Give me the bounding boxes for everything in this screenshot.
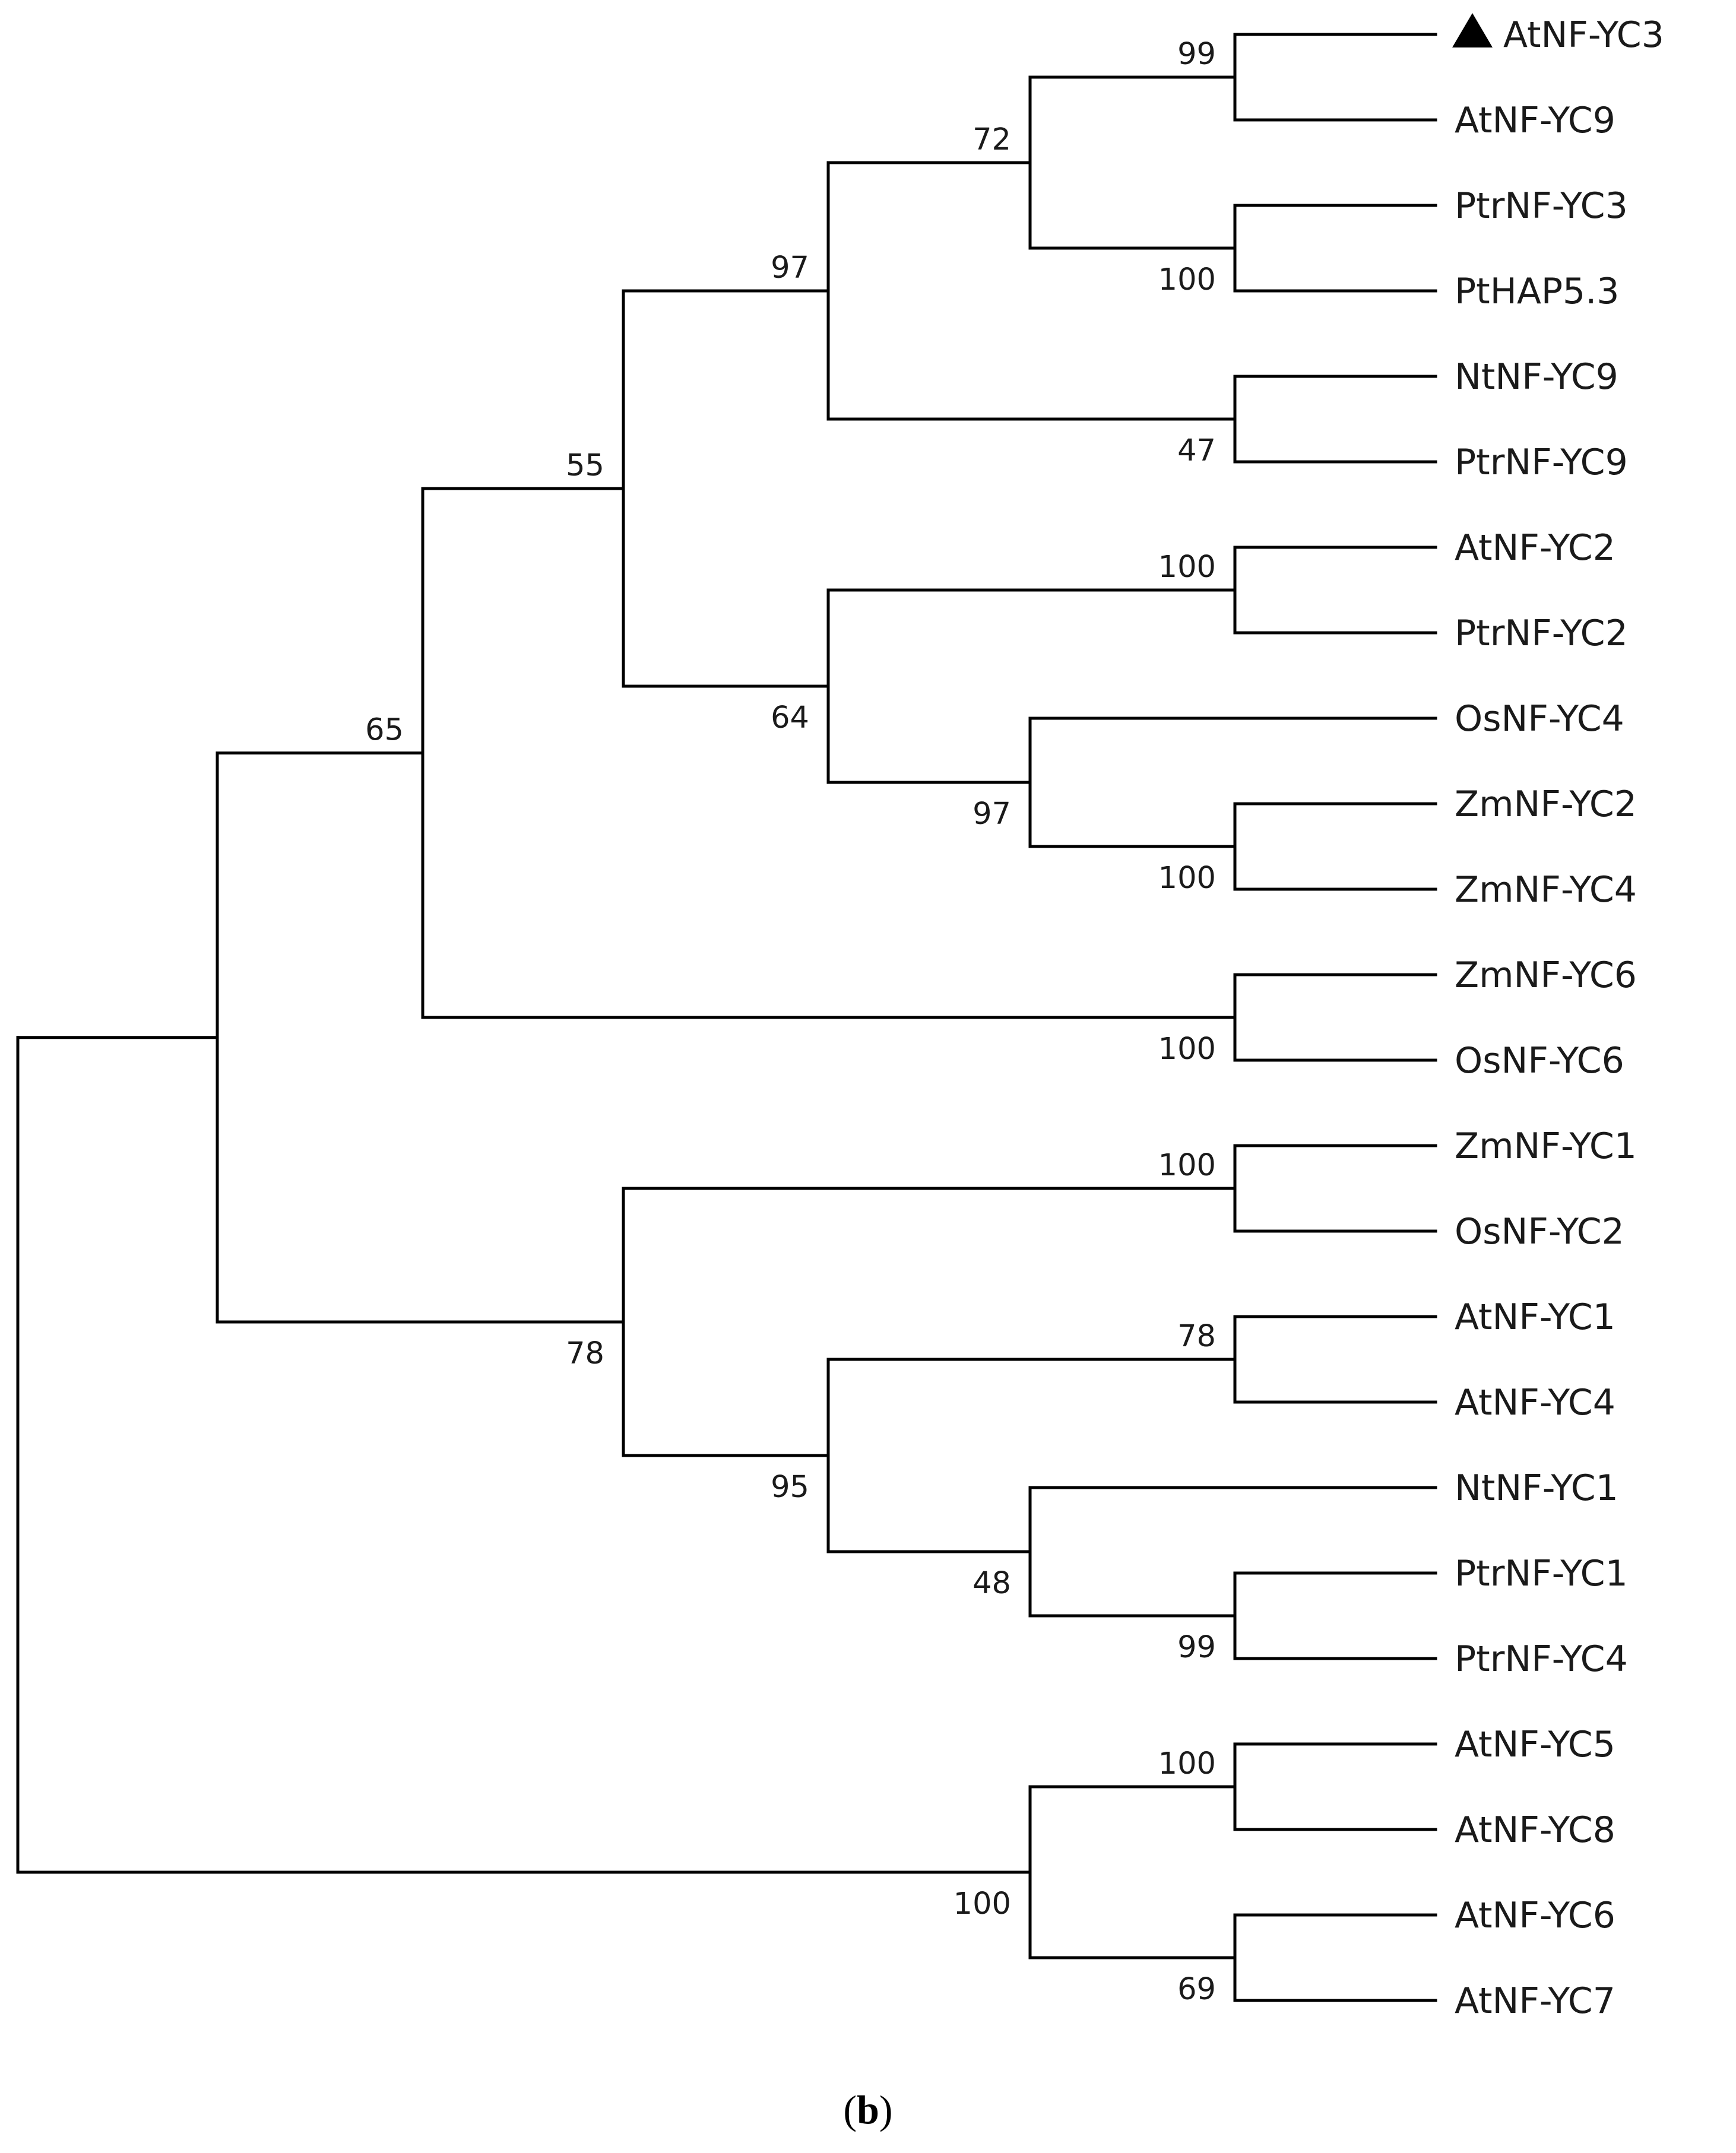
triangle-marker-icon: [1452, 13, 1493, 47]
bootstrap-value: 64: [771, 700, 809, 735]
leaf-label: ZmNF-YC2: [1455, 784, 1637, 825]
leaf-label: AtNF-YC3: [1503, 14, 1664, 56]
leaf-label: AtNF-YC9: [1455, 100, 1615, 141]
leaf-label: OsNF-YC6: [1455, 1040, 1624, 1082]
bootstrap-value: 69: [1177, 1972, 1216, 2007]
bootstrap-value: 95: [771, 1470, 809, 1505]
bootstrap-value: 100: [1158, 1746, 1216, 1781]
bootstrap-value: 99: [1177, 37, 1216, 72]
caption-open-paren: (: [843, 2087, 857, 2132]
leaf-label: NtNF-YC1: [1455, 1467, 1618, 1509]
leaf-label: AtNF-YC5: [1455, 1724, 1615, 1765]
bootstrap-value: 48: [972, 1566, 1011, 1601]
bootstrap-value: 65: [365, 713, 404, 748]
leaf-label: PtrNF-YC2: [1455, 613, 1628, 654]
leaf-label: OsNF-YC4: [1455, 698, 1624, 740]
leaf-label: AtNF-YC2: [1455, 527, 1615, 569]
bootstrap-value: 47: [1177, 433, 1216, 468]
leaf-label: NtNF-YC9: [1455, 356, 1618, 398]
leaf-label: AtNF-YC1: [1455, 1296, 1615, 1338]
bootstrap-value: 100: [1158, 262, 1216, 297]
leaf-label: PtrNF-YC9: [1455, 442, 1628, 483]
bootstrap-value: 55: [566, 448, 604, 483]
caption-panel-letter: b: [857, 2087, 879, 2132]
bootstrap-value: 97: [972, 797, 1011, 832]
bootstrap-value: 97: [771, 251, 809, 286]
leaf-label: OsNF-YC2: [1455, 1211, 1624, 1253]
bootstrap-value: 78: [566, 1336, 604, 1371]
bootstrap-value: 100: [953, 1886, 1011, 1921]
leaf-label: PtrNF-YC1: [1455, 1553, 1628, 1594]
leaf-label: AtNF-YC7: [1455, 1980, 1615, 2022]
bootstrap-value: 99: [1177, 1630, 1216, 1665]
bootstrap-value: 100: [1158, 550, 1216, 585]
leaf-label: PtHAP5.3: [1455, 271, 1619, 312]
leaf-label: PtrNF-YC4: [1455, 1638, 1628, 1680]
leaf-label: ZmNF-YC6: [1455, 955, 1637, 996]
leaf-label: ZmNF-YC4: [1455, 869, 1637, 911]
leaf-label: AtNF-YC8: [1455, 1809, 1615, 1851]
phylogenetic-tree: 99 100 72 47 97 100 100 97 64 55 100 65 100 78 99 48 95 7…: [16, 13, 1664, 2022]
bootstrap-value: 100: [1158, 861, 1216, 896]
bootstrap-value: 78: [1177, 1319, 1216, 1354]
leaf-label: AtNF-YC6: [1455, 1895, 1615, 1936]
bootstrap-value: 100: [1158, 1148, 1216, 1183]
leaf-label: ZmNF-YC1: [1455, 1125, 1637, 1167]
figure-caption: (b): [0, 2087, 1736, 2133]
caption-close-paren: ): [879, 2087, 893, 2132]
bootstrap-value: 100: [1158, 1032, 1216, 1067]
leaf-label: AtNF-YC4: [1455, 1382, 1615, 1423]
leaf-label: PtrNF-YC3: [1455, 185, 1628, 227]
bootstrap-value: 72: [972, 122, 1011, 157]
